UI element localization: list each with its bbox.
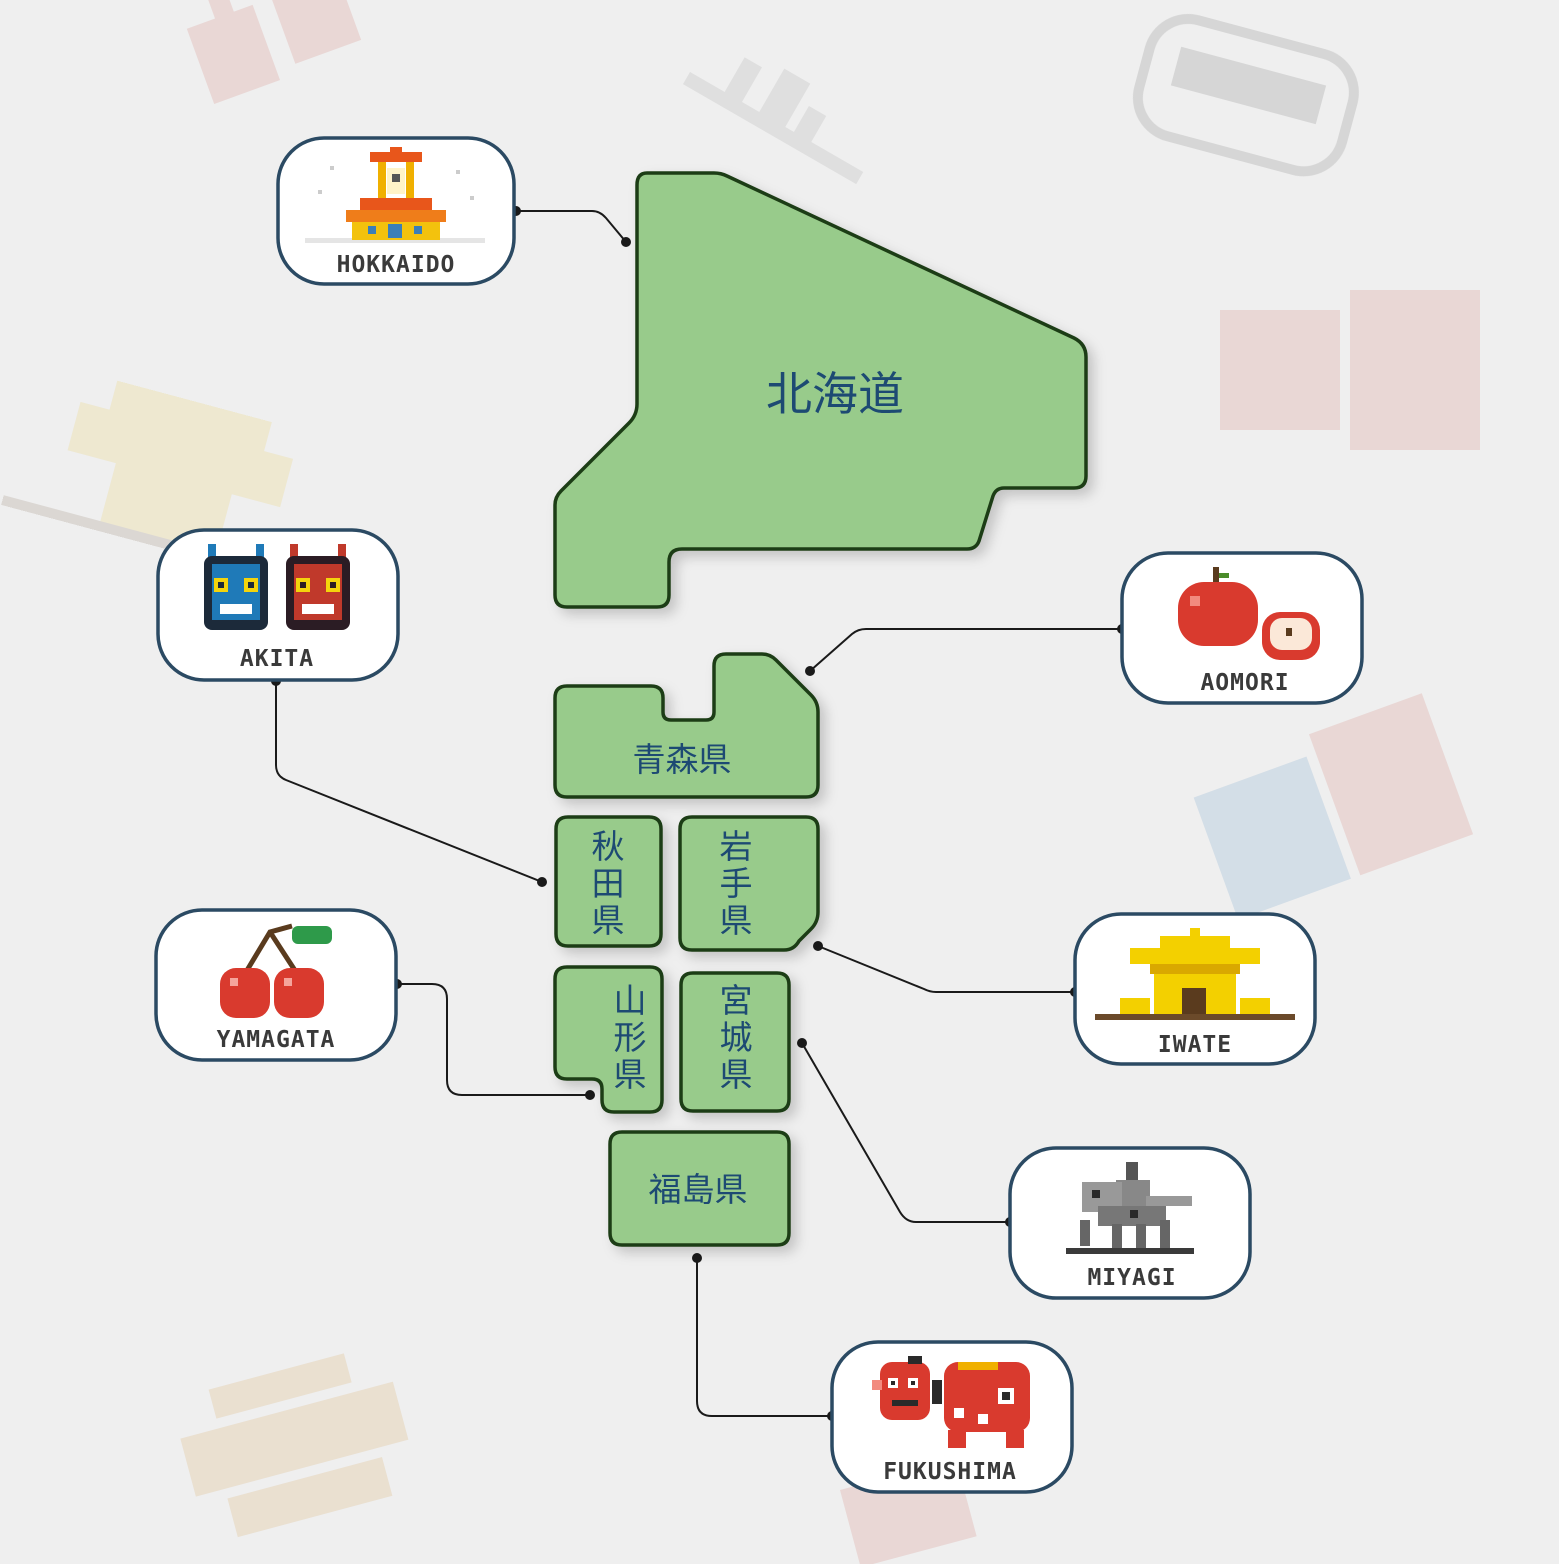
label-iwate-2: 手 xyxy=(720,864,753,903)
cherries-icon xyxy=(220,923,332,1018)
connector-miyagi xyxy=(801,1042,1010,1223)
region-iwate[interactable] xyxy=(678,815,820,952)
card-hokkaido[interactable]: HOKKAIDO xyxy=(276,136,516,286)
connector-lines xyxy=(275,210,1122,1417)
region-miyagi[interactable] xyxy=(679,971,791,1113)
label-akita-2: 田 xyxy=(592,864,625,903)
card-akita[interactable]: AKITA xyxy=(156,528,400,682)
connector-aomori xyxy=(809,628,1122,672)
label-yamagata-1: 山 xyxy=(614,981,647,1020)
connector-hokkaido xyxy=(516,210,627,243)
card-label-fukushima: FUKUSHIMA xyxy=(883,1459,1017,1485)
card-label-miyagi: MIYAGI xyxy=(1087,1265,1176,1291)
prefecture-regions xyxy=(553,171,1088,1247)
background-decoration xyxy=(1,0,1480,1564)
label-miyagi-1: 宮 xyxy=(720,981,753,1020)
label-iwate-1: 岩 xyxy=(720,827,753,866)
label-hokkaido: 北海道 xyxy=(766,367,904,421)
akabeko-red-cow-icon xyxy=(872,1356,1030,1448)
connector-iwate xyxy=(817,945,1075,993)
label-akita-1: 秋 xyxy=(592,827,625,866)
card-label-akita: AKITA xyxy=(240,646,314,672)
region-aomori[interactable] xyxy=(553,652,820,799)
date-masamune-statue-icon xyxy=(1066,1162,1194,1254)
card-label-aomori: AOMORI xyxy=(1200,670,1289,696)
card-fukushima[interactable]: FUKUSHIMA xyxy=(830,1340,1074,1494)
card-label-yamagata: YAMAGATA xyxy=(217,1027,336,1053)
region-yamagata[interactable] xyxy=(553,965,664,1114)
golden-hall-icon xyxy=(1095,928,1295,1020)
label-miyagi-2: 城 xyxy=(720,1018,753,1057)
card-yamagata[interactable]: YAMAGATA xyxy=(154,908,398,1062)
label-iwate-3: 県 xyxy=(720,901,753,940)
card-label-iwate: IWATE xyxy=(1158,1032,1232,1058)
region-akita[interactable] xyxy=(554,815,663,948)
label-akita-3: 県 xyxy=(592,901,625,940)
card-label-hokkaido: HOKKAIDO xyxy=(337,252,456,278)
apple-icon xyxy=(1178,567,1320,660)
card-miyagi[interactable]: MIYAGI xyxy=(1008,1146,1252,1300)
label-aomori: 青森県 xyxy=(633,740,732,779)
namahage-masks-icon xyxy=(204,544,350,630)
label-yamagata-2: 形 xyxy=(614,1018,647,1057)
connector-fukushima xyxy=(696,1258,832,1417)
label-fukushima: 福島県 xyxy=(649,1170,748,1209)
snow-festival-tower-icon xyxy=(305,147,485,243)
connector-yamagata xyxy=(397,983,590,1096)
region-fukushima[interactable] xyxy=(608,1130,791,1247)
label-miyagi-3: 県 xyxy=(720,1055,753,1094)
card-aomori[interactable]: AOMORI xyxy=(1120,551,1364,705)
card-iwate[interactable]: IWATE xyxy=(1073,912,1317,1066)
prefecture-labels: 北海道 青森県 秋 田 県 岩 手 県 山 形 県 宮 城 県 福島県 xyxy=(592,367,905,1209)
region-hokkaido[interactable] xyxy=(553,171,1088,609)
label-yamagata-3: 県 xyxy=(614,1055,647,1094)
connector-akita xyxy=(275,681,543,883)
